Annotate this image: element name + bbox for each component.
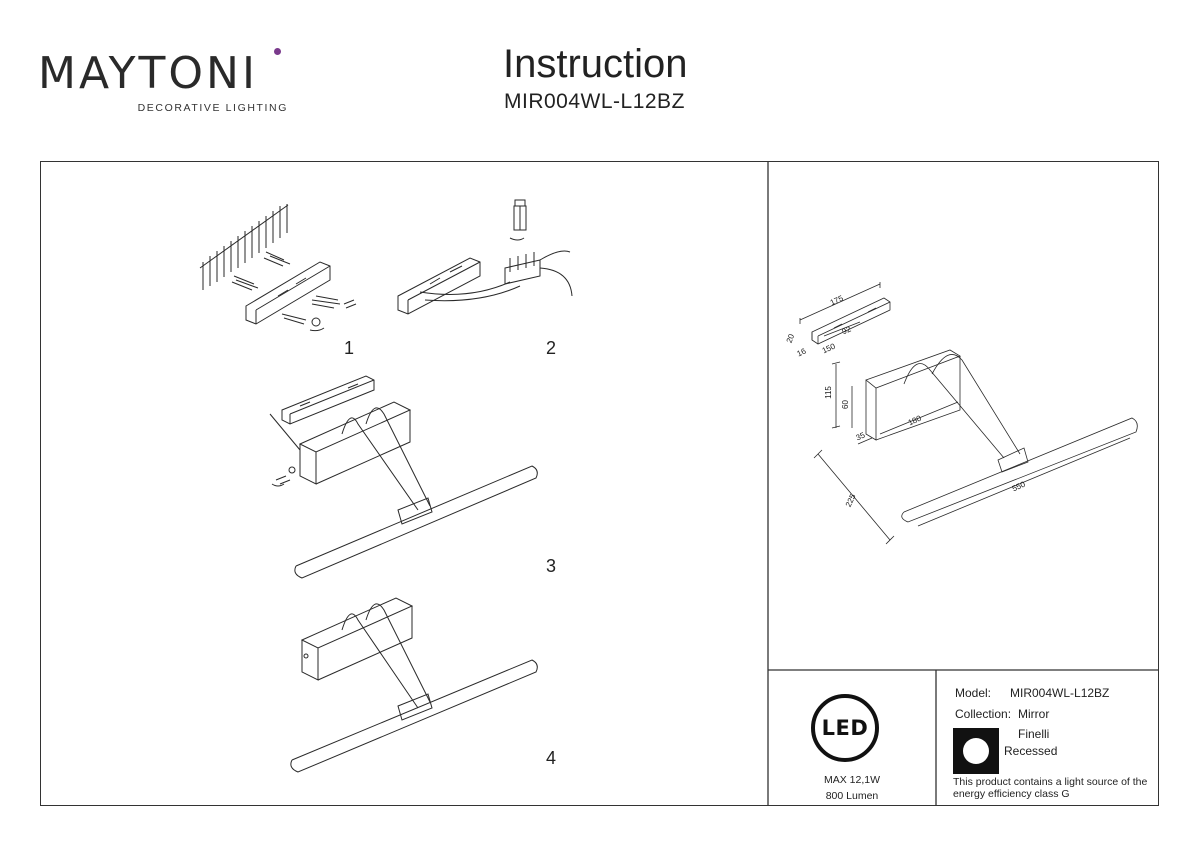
step4-illustration (290, 597, 538, 773)
step-number-4: 4 (546, 748, 557, 768)
document-model: MIR004WL-L12BZ (504, 90, 685, 113)
mount-value: Recessed (1004, 744, 1058, 758)
led-badge-text: LED (821, 716, 869, 740)
energy-class-note: This product contains a light source of … (953, 776, 1148, 800)
model-label: Model: (955, 686, 992, 700)
series-value: Finelli (1018, 727, 1050, 741)
document-title: Instruction (503, 42, 688, 86)
led-flux: 800 Lumen (825, 790, 879, 802)
step1-illustration (199, 204, 357, 332)
led-power: MAX 12,1W (823, 774, 881, 786)
collection-label: Collection: (955, 707, 1012, 721)
model-value: MIR004WL-L12BZ (1010, 686, 1110, 700)
instruction-frame (40, 161, 1159, 806)
step-number-3: 3 (546, 556, 557, 576)
dimension-drawing (799, 282, 1138, 545)
brand-logo: MAYTONI DECORATIVE LIGHTING (38, 48, 288, 114)
logo-dot-icon (274, 48, 281, 55)
step-number-1: 1 (344, 338, 355, 358)
dim-arm-height: 115 (823, 386, 833, 399)
recessed-icon (953, 728, 999, 774)
step3-illustration (269, 375, 538, 579)
dim-box-height: 60 (840, 400, 850, 409)
collection-value: Mirror (1018, 707, 1050, 721)
step-number-2: 2 (546, 338, 557, 358)
brand-name: MAYTONI (38, 48, 258, 99)
led-icon: LED (811, 694, 879, 762)
brand-tagline: DECORATIVE LIGHTING (137, 102, 288, 114)
step2-illustration (397, 199, 573, 315)
